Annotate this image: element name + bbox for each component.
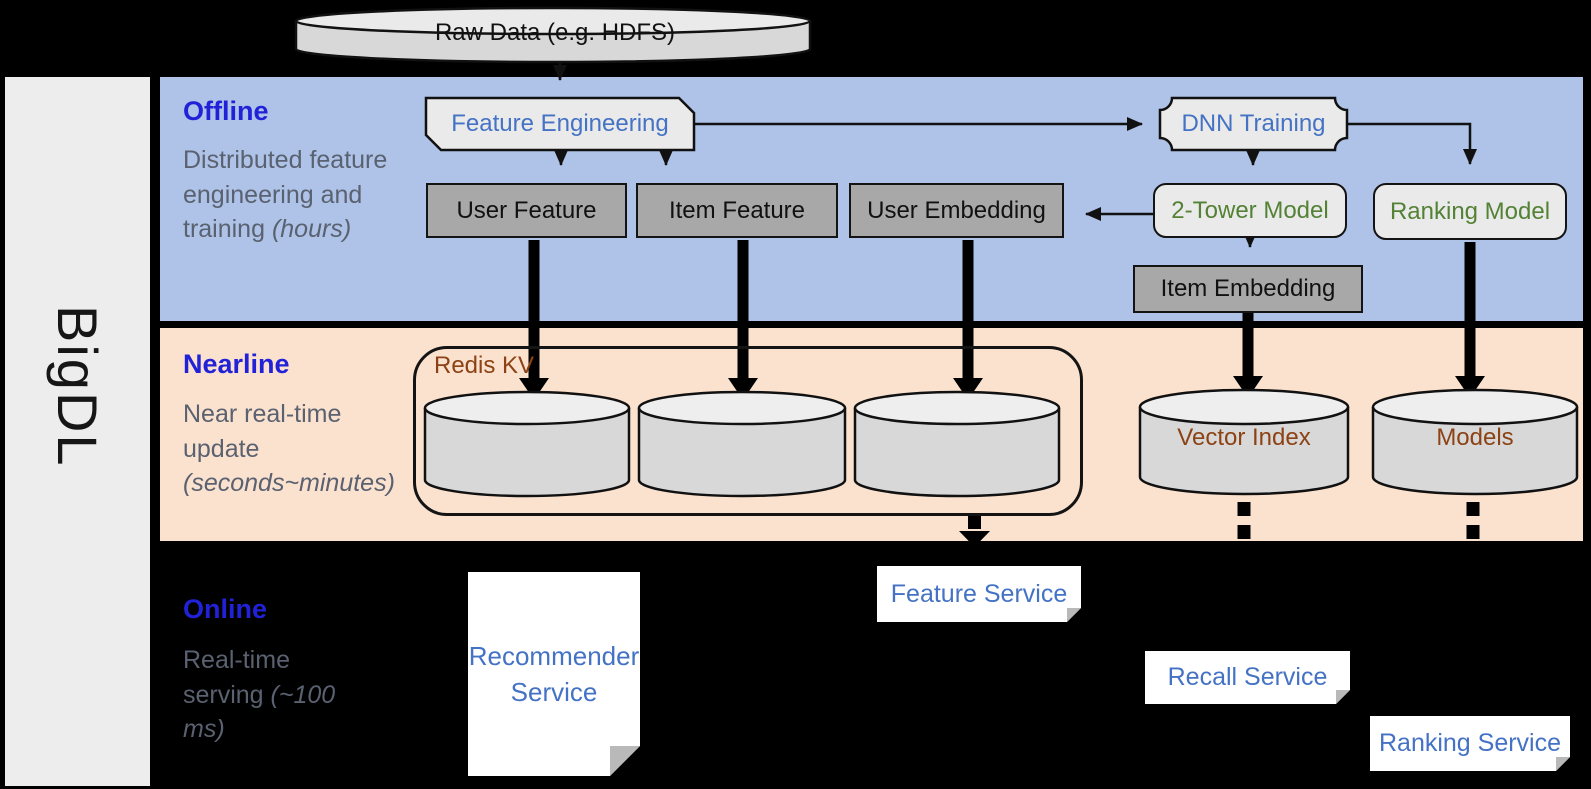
- bigdl-sidebar: BigDL: [5, 77, 150, 786]
- ranking-model-label: Ranking Model: [1389, 197, 1551, 225]
- raw-data-label: Raw Data (e.g. HDFS): [434, 19, 676, 46]
- two-tower-model-label: 2-Tower Model: [1171, 196, 1329, 224]
- online-title: Online: [183, 594, 268, 624]
- bigdl-logo: BigDL: [46, 305, 109, 468]
- offline-description-text: Distributed feature engineering and trai…: [183, 146, 388, 243]
- ranking-model-node: Ranking Model: [1373, 183, 1567, 240]
- nearline-description-text: Near real-time update: [183, 400, 342, 463]
- online-latency-note: (~100 ms): [183, 680, 336, 744]
- feature-engineering-label: Feature Engineering: [451, 110, 669, 137]
- recommender-service-doc: Recommender Service: [468, 572, 640, 776]
- nearline-description: Near real-time update (seconds~minutes): [183, 397, 403, 501]
- offline-description: Distributed feature engineering and trai…: [183, 143, 388, 247]
- models-label: Models: [1436, 424, 1514, 451]
- online-description: Real-time serving (~100 ms): [183, 643, 353, 747]
- item-embedding-node: Item Embedding: [1133, 265, 1363, 313]
- item-embedding-label: Item Embedding: [1160, 275, 1336, 302]
- recommender-service-label: Recommender Service: [468, 640, 640, 707]
- dnn-training-label: DNN Training: [1181, 110, 1326, 137]
- vector-index-label: Vector Index: [1177, 424, 1311, 451]
- recall-service-doc: Recall Service: [1145, 651, 1350, 704]
- user-embedding-node: User Embedding: [849, 183, 1064, 238]
- user-feature-node: User Feature: [426, 183, 627, 238]
- feature-service-label: Feature Service: [890, 579, 1068, 608]
- two-tower-model-node: 2-Tower Model: [1153, 183, 1347, 238]
- redis-kv-container: [413, 346, 1083, 516]
- offline-title: Offline: [183, 96, 269, 126]
- offline-latency-note: (hours): [271, 215, 352, 243]
- recall-service-label: Recall Service: [1167, 663, 1328, 691]
- ranking-service-label: Ranking Service: [1378, 729, 1562, 757]
- user-feature-label: User Feature: [456, 196, 597, 224]
- user-embedding-label: User Embedding: [867, 196, 1046, 224]
- item-feature-node: Item Feature: [636, 183, 838, 238]
- redis-kv-label: Redis KV: [434, 352, 535, 379]
- nearline-latency-note: (seconds~minutes): [183, 469, 395, 497]
- ranking-service-doc: Ranking Service: [1370, 716, 1570, 771]
- feature-service-doc: Feature Service: [877, 566, 1081, 622]
- item-feature-label: Item Feature: [668, 196, 806, 224]
- nearline-title: Nearline: [183, 349, 290, 379]
- online-description-text: Real-time serving: [183, 646, 290, 709]
